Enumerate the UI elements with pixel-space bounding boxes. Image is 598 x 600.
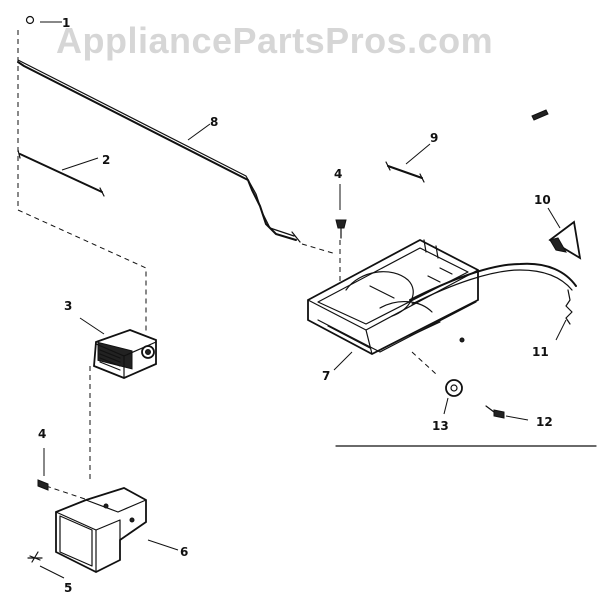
- small-clip: [531, 109, 549, 121]
- callout-9: 9: [430, 131, 438, 145]
- callout-4-lower: 4: [38, 427, 46, 441]
- part-10-knob: [547, 207, 582, 260]
- callout-2: 2: [102, 153, 110, 167]
- part-11-spring: [555, 289, 573, 341]
- part-12-screw: [485, 405, 529, 421]
- callout-3: 3: [64, 299, 72, 313]
- callout-11: 11: [532, 345, 549, 359]
- part-5-screw: [27, 551, 65, 579]
- callout-5: 5: [64, 581, 72, 595]
- part-7-tray: [307, 238, 577, 375]
- callout-1: 1: [62, 16, 70, 30]
- callout-13: 13: [432, 419, 449, 433]
- part-4-screw-lower: [37, 448, 49, 491]
- part-2-small-rod: [17, 149, 105, 197]
- callout-10: 10: [534, 193, 551, 207]
- part-8-rod: [17, 59, 301, 243]
- part-9-pin: [385, 143, 431, 183]
- part-4-screw-upper: [301, 184, 347, 286]
- callout-8: 8: [210, 115, 218, 129]
- callout-4-upper: 4: [334, 167, 342, 181]
- part-13-washer: [443, 379, 463, 415]
- callout-12: 12: [536, 415, 553, 429]
- part-3-switch: [79, 317, 157, 379]
- callout-7: 7: [322, 369, 330, 383]
- part-1-screw: [25, 15, 62, 25]
- part-6-bracket: [55, 487, 179, 574]
- callout-6: 6: [180, 545, 188, 559]
- watermark-text: AppliancePartsPros.com: [56, 20, 494, 61]
